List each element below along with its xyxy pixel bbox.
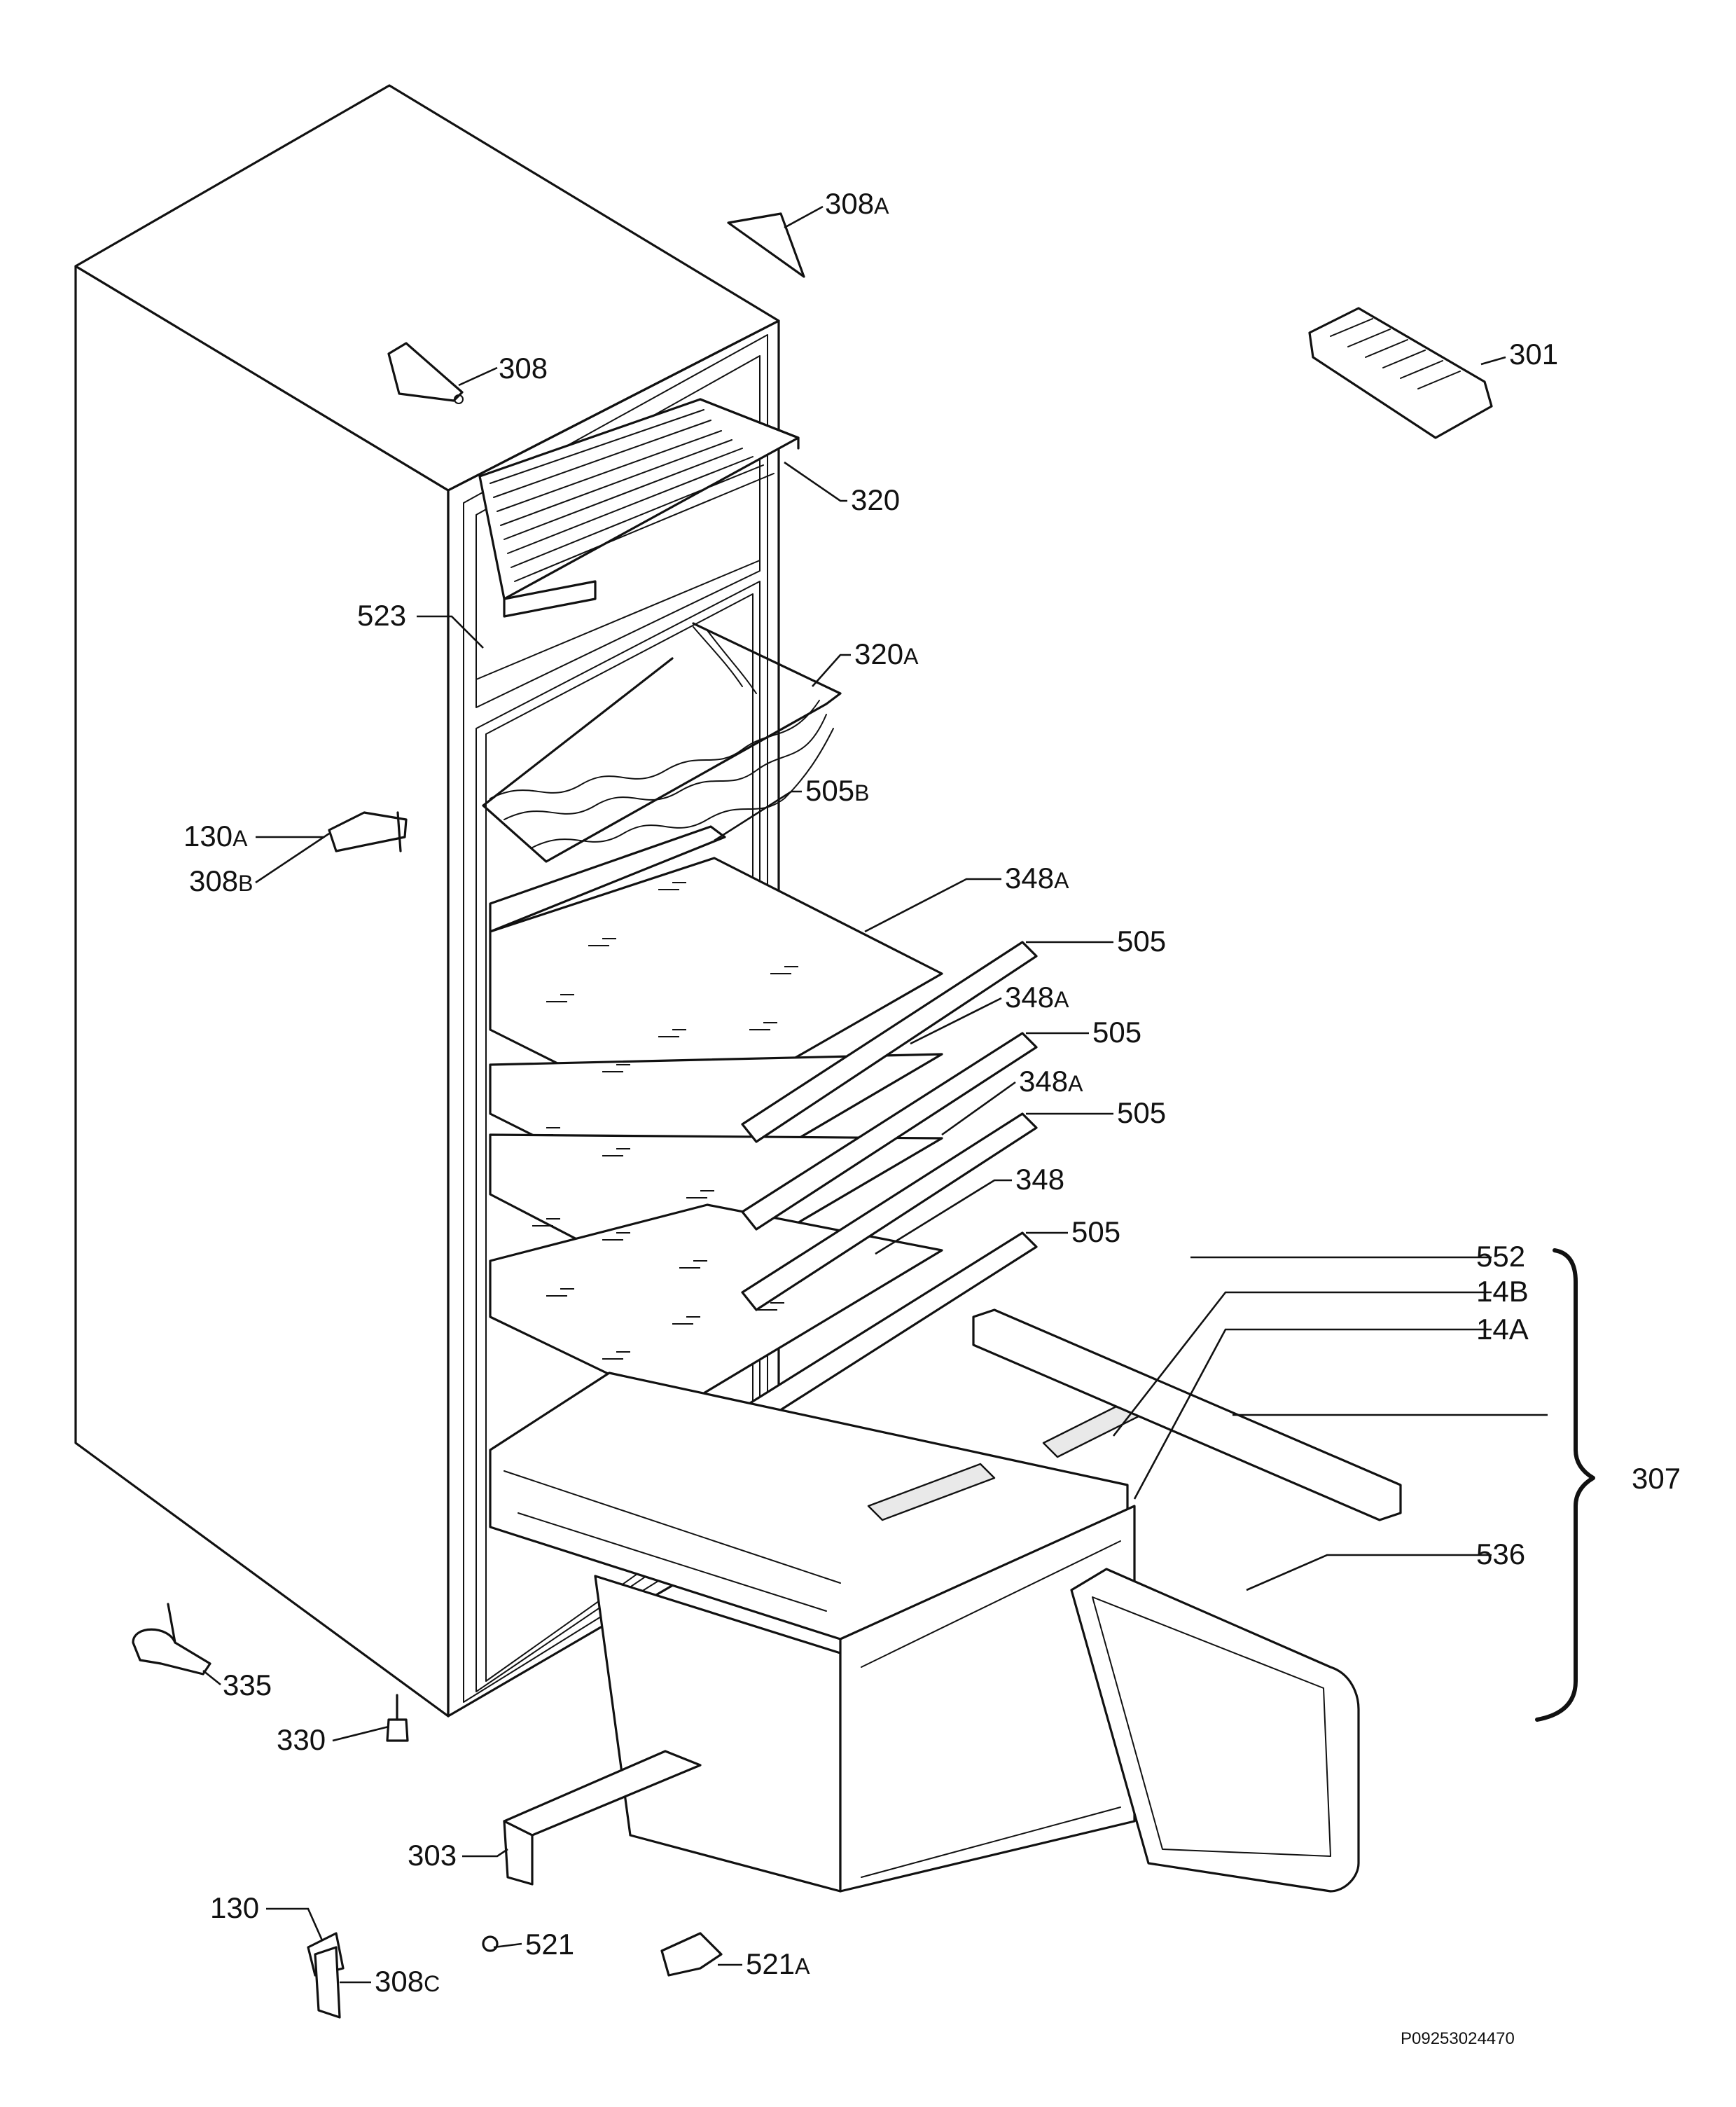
callout-14b: 14B: [1476, 1275, 1529, 1308]
leader-lines: [202, 205, 1548, 1984]
hinge-335: [132, 1603, 211, 1676]
clip-521a: [660, 1932, 723, 1977]
callout-130a: 130A: [183, 820, 248, 852]
callout-307: 307: [1632, 1462, 1681, 1495]
callout-308b: 308B: [189, 864, 253, 897]
hinge-plate-308: [387, 342, 464, 404]
hinge-plate-308a: [727, 212, 805, 278]
ice-tray: [1308, 307, 1493, 439]
foot-330: [386, 1694, 409, 1742]
callout-552: 552: [1476, 1240, 1525, 1273]
callout-348a-2: 348A: [1005, 981, 1069, 1014]
callout-308: 308: [499, 352, 548, 385]
callout-labels: 308A 308 301 320 523 320A 505B 130A 308B…: [183, 187, 1681, 2048]
callout-348: 348: [1015, 1163, 1064, 1196]
callout-523: 523: [357, 599, 406, 632]
reference-code: P09253024470: [1401, 2029, 1515, 2048]
callout-505-1: 505: [1117, 925, 1166, 958]
screw-521: [482, 1935, 499, 1952]
crisper-drawer-assembly: [489, 1308, 1402, 1893]
callout-505-3: 505: [1117, 1096, 1166, 1129]
glass-shelves: [489, 825, 1038, 1427]
callout-521: 521: [525, 1928, 574, 1961]
callout-320a: 320A: [854, 637, 919, 670]
callout-130: 130: [210, 1891, 259, 1924]
assembly-bracket-307: [1535, 1248, 1595, 1722]
plinth-303: [503, 1750, 702, 1886]
callout-14a: 14A: [1476, 1313, 1529, 1346]
hinge-130: [307, 1932, 345, 2019]
callout-320: 320: [851, 483, 900, 516]
callout-521a: 521A: [746, 1947, 810, 1980]
callout-303: 303: [408, 1839, 457, 1872]
callout-505b: 505B: [805, 774, 869, 807]
callout-301: 301: [1509, 338, 1558, 371]
callout-505-4: 505: [1071, 1215, 1120, 1248]
hinge-130a: [328, 811, 408, 852]
callout-330: 330: [277, 1723, 326, 1756]
callout-335: 335: [223, 1669, 272, 1701]
wine-rack: [482, 622, 842, 863]
freezer-shelf: [478, 398, 800, 618]
callout-505-2: 505: [1092, 1016, 1141, 1049]
callout-348a-3: 348A: [1019, 1065, 1083, 1098]
callout-308a: 308A: [825, 187, 889, 220]
callout-536: 536: [1476, 1538, 1525, 1570]
callout-348a-1: 348A: [1005, 862, 1069, 894]
callout-308c: 308C: [375, 1965, 440, 1998]
